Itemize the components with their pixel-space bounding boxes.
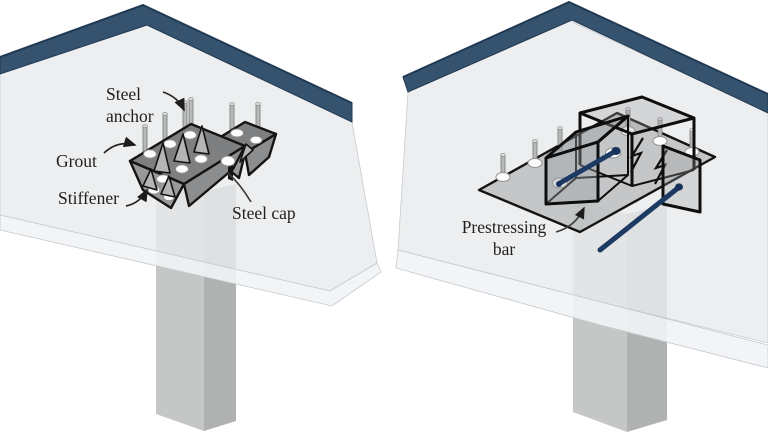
grout-pocket [230, 128, 244, 138]
box-frame-edge [545, 177, 577, 205]
prestressing-bar-front [556, 147, 621, 187]
anchor-rod [229, 103, 235, 130]
anchor-rod-top [182, 100, 188, 104]
grout-arrow [103, 136, 137, 154]
stiffener-plate [173, 133, 191, 164]
break-mark [629, 137, 644, 173]
anchor-rod-top [625, 107, 631, 111]
steel-cap-label: Steel cap [232, 203, 296, 223]
steel-anchor-label-line2: anchor [106, 106, 154, 126]
anchor-rod-top [255, 102, 261, 106]
prestressing-bar-end [556, 181, 562, 187]
grout-pocket [175, 164, 189, 174]
slab-edge-face [0, 214, 382, 307]
grout-pocket [183, 130, 197, 140]
prestressing-bar-label-line2: bar [493, 239, 516, 259]
grout-pocket [220, 155, 236, 167]
steel-cap-leader-line [227, 172, 252, 203]
right-panel-prestressing-detail: Prestressing bar [395, 0, 768, 432]
prestressing-bar-leader-line [555, 206, 585, 233]
stiffener-plate [142, 168, 158, 191]
grout-pocket [527, 158, 543, 168]
anchor-rod-top [657, 117, 663, 121]
prestressing-bar-rod [557, 149, 617, 186]
slab-top-edge-line [402, 0, 768, 95]
anchor-rod [182, 101, 188, 129]
grout-pocket [163, 139, 177, 149]
steel-cap-plate-assembly [477, 95, 717, 253]
prestressing-bar-anchor-nut [675, 183, 683, 191]
prestressing-bar-rod [597, 185, 681, 253]
steel-box-frame-front [544, 114, 630, 206]
steel-anchors [142, 97, 261, 153]
slab-top-edge-line [0, 3, 353, 104]
box-frame-edge [597, 114, 629, 144]
stiffener-plate [160, 175, 176, 198]
anchor-rod-top [162, 112, 168, 116]
cap-wing-right-slope [243, 132, 278, 177]
anchor-rod-top [229, 102, 235, 106]
stiffener-plate [239, 143, 254, 163]
steel-anchor-label-line1: Steel [106, 84, 141, 104]
cap-main-details [142, 125, 210, 202]
grout-pocket [143, 149, 157, 159]
anchor-rod [188, 98, 194, 127]
stiffener-plate [153, 142, 171, 174]
prestressing-bar-anchor-nut [611, 147, 621, 155]
steel-cap-assembly [128, 97, 278, 210]
anchor-rod-top [188, 97, 194, 101]
steel-box-frame-rear [578, 95, 696, 187]
anchor-rod-top [557, 126, 563, 130]
steel-anchor-arrow [162, 91, 185, 112]
box-frame-edge [597, 174, 629, 202]
stiffener-arrow [125, 188, 148, 207]
right-panel-labels: Prestressing bar [462, 206, 585, 259]
stiffener-label: Stiffener [58, 188, 119, 208]
grout-pocket [652, 136, 668, 146]
steel-box-frame-right [597, 144, 702, 253]
box-frame-front-face [544, 140, 600, 206]
slab-edge-face [395, 249, 768, 369]
grout-pocket [249, 135, 263, 145]
anchor-rod-top [142, 124, 148, 128]
anchor-rod-top [532, 139, 538, 143]
grout-pocket [495, 172, 511, 182]
anchor-rod-top [500, 153, 506, 157]
anchor-rod [162, 113, 168, 141]
stiffener-plate [193, 125, 210, 155]
left-panel-steel-cap-detail: Steel anchor Grout Stiffener Steel cap [0, 3, 382, 431]
left-panel-labels: Steel anchor Grout Stiffener Steel cap [56, 84, 296, 223]
cap-wing-details [220, 128, 263, 167]
grout-pocket [194, 154, 208, 164]
prestressing-bar-label-line1: Prestressing [462, 217, 547, 237]
anchor-rod [142, 125, 148, 153]
grout-label: Grout [56, 151, 97, 171]
